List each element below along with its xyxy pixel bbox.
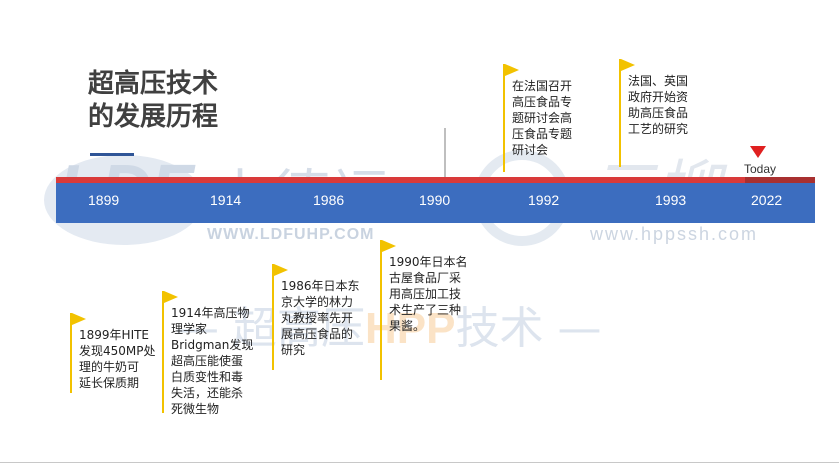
event-text: 1914年高压物 理学家 Bridgman发现 超高压能使蛋 白质变性和毒 失活… [171, 306, 254, 416]
today-label: Today [744, 162, 777, 176]
timeline-year-1986: 1986 [313, 192, 345, 208]
timeline-band [56, 183, 815, 223]
flag-icon [382, 240, 396, 252]
event-text: 1986年日本东 京大学的林力 丸教授率先开 展高压食品的 研究 [281, 279, 360, 357]
vertical-divider [444, 128, 446, 184]
flag-icon [505, 64, 519, 76]
timeline-accent-stripe-end [745, 177, 815, 183]
event-text: 法国、英国 政府开始资 助高压食品 工艺的研究 [628, 74, 689, 136]
flag-pole [619, 59, 621, 167]
event-text: 1990年日本名 古屋食品厂采 用高压加工技 术生产了三种 果酱。 [389, 255, 468, 333]
watermark-url-left: WWW.LDFUHP.COM [207, 226, 375, 243]
flag-pole [503, 64, 505, 172]
timeline-year-2022: 2022 [751, 192, 783, 208]
today-marker-icon [750, 146, 766, 158]
page-title: 超高压技术 的发展历程 [88, 68, 218, 134]
watermark-slogan-prefix: — 超高压 [175, 303, 365, 354]
flag-icon [621, 59, 635, 71]
event-text: 1899年HITE 发现450MP处 理的牛奶可 延长保质期 [79, 328, 156, 390]
page-title-line-2: 的发展历程 [88, 102, 219, 132]
timeline-year-1993: 1993 [655, 192, 687, 208]
title-underline [90, 153, 134, 156]
page-title-line-1: 超高压技术 [88, 69, 219, 99]
timeline-year-1899: 1899 [88, 192, 120, 208]
flag-pole [380, 240, 382, 380]
event-text: 在法国召开 高压食品专 题研讨会高 压食品专题 研讨会 [512, 79, 573, 157]
timeline-year-1914: 1914 [210, 192, 242, 208]
slide-bottom-border [0, 462, 839, 463]
flag-pole [272, 264, 274, 370]
timeline-accent-stripe [56, 177, 815, 183]
flag-pole [70, 313, 72, 393]
flag-icon [72, 313, 86, 325]
flag-icon [164, 291, 178, 303]
timeline-year-1990: 1990 [419, 192, 451, 208]
watermark-url-right: www.hppssh.com [590, 224, 759, 244]
watermark-slogan-suffix: 技术 — [455, 303, 602, 354]
flag-pole [162, 291, 164, 413]
timeline-year-1992: 1992 [528, 192, 560, 208]
flag-icon [274, 264, 288, 276]
